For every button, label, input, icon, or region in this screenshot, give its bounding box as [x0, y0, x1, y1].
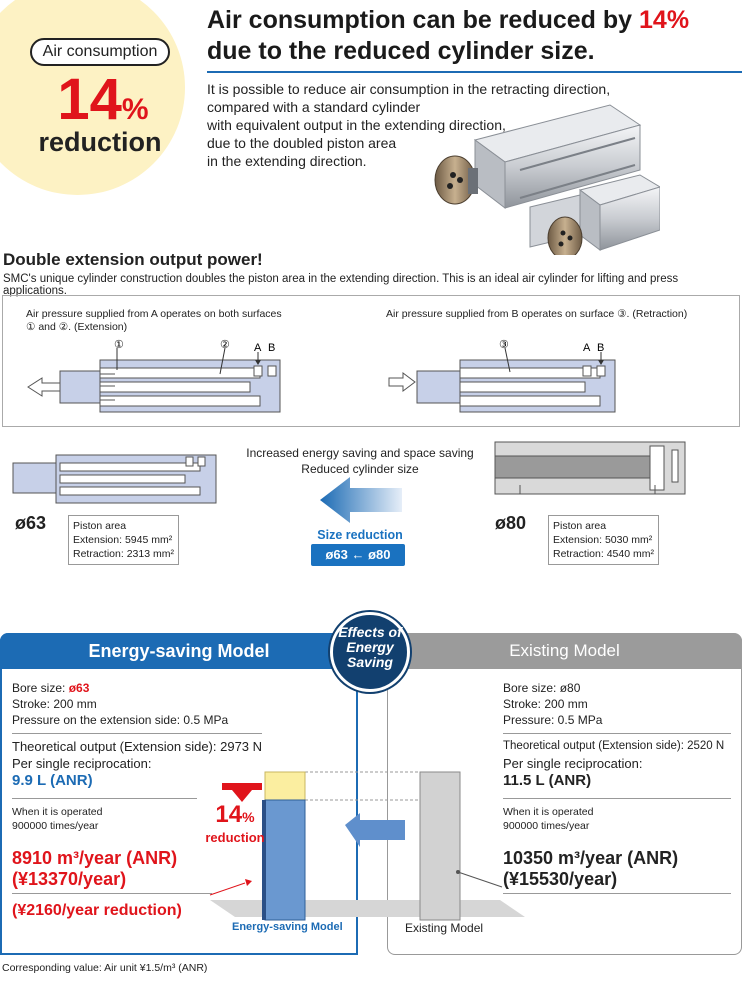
size-reduction-label: Size reduction	[317, 528, 403, 542]
piston-area-80: Piston area Extension: 5030 mm² Retracti…	[548, 515, 659, 565]
reduction-percent-badge: 14% reduction	[205, 801, 265, 846]
cylinder-80-drawing	[494, 441, 686, 495]
divider	[503, 893, 731, 894]
bore-80-label: ø80	[495, 513, 527, 533]
divider	[503, 798, 731, 799]
existing-annual: 10350 m³/year (ANR) (¥15530/year)	[503, 848, 679, 889]
energy-specs: Bore size: ø63 Stroke: 200 mm Pressure o…	[12, 681, 229, 727]
air-consumption-bar-chart	[209, 771, 525, 921]
surface-2-label: ②	[220, 339, 230, 351]
bore-63-label: ø63	[15, 513, 47, 533]
retraction-caption: Air pressure supplied from B operates on…	[386, 308, 688, 320]
energy-saving-panel-title: Energy-saving Model	[0, 633, 358, 669]
extension-caption: Air pressure supplied from A operates on…	[26, 308, 282, 333]
badge-pill: Air consumption	[30, 38, 170, 66]
retraction-diagram: ③ A B	[388, 339, 616, 413]
existing-model-panel	[387, 633, 742, 955]
size-reduction-arrow-icon	[320, 477, 402, 523]
port-b-label: B	[268, 342, 275, 354]
existing-specs: Bore size: ø80 Stroke: 200 mm Pressure: …	[503, 681, 603, 727]
piston-area-63: Piston area Extension: 5945 mm² Retracti…	[68, 515, 179, 565]
energy-saving-panel	[0, 633, 358, 955]
existing-operation: When it is operated 900000 times/year	[503, 806, 594, 832]
intro-text: It is possible to reduce air consumption…	[207, 81, 611, 169]
port-a-label-right: A	[583, 342, 591, 354]
port-a-label: A	[254, 342, 262, 354]
divider	[503, 733, 731, 734]
cylinder-product-image	[434, 104, 660, 255]
divider	[12, 893, 212, 894]
section-title: Double extension output power!	[3, 250, 263, 269]
headline-rule	[207, 71, 742, 73]
page-headline: Air consumption can be reduced by 14% du…	[207, 6, 690, 65]
extension-diagram: ① ② A B	[27, 339, 281, 413]
section-subtitle: SMC's unique cylinder construction doubl…	[3, 273, 679, 297]
energy-operation: When it is operated 900000 times/year	[12, 806, 103, 832]
existing-output: Theoretical output (Extension side): 252…	[503, 740, 725, 789]
existing-model-panel-title: Existing Model	[387, 633, 742, 669]
badge-circle	[0, 0, 185, 195]
footnote: Corresponding value: Air unit ¥1.5/m³ (A…	[2, 962, 208, 974]
compare-caption: Increased energy saving and space saving…	[246, 446, 474, 476]
divider	[12, 798, 197, 799]
size-reduction-chip: ø63 ← ø80	[311, 544, 405, 566]
principle-diagram-box	[2, 295, 740, 427]
surface-3-label: ③	[499, 339, 509, 351]
badge-reduction-label: reduction	[38, 127, 162, 157]
energy-annual: 8910 m³/year (ANR) (¥13370/year)	[12, 848, 178, 889]
energy-output: Theoretical output (Extension side): 297…	[12, 739, 263, 789]
energy-bar-caption: Energy-saving Model	[232, 921, 343, 933]
surface-1-label: ①	[114, 339, 124, 351]
energy-reduction: (¥2160/year reduction)	[12, 902, 182, 919]
existing-bar-caption: Existing Model	[405, 921, 484, 935]
cylinder-63-drawing	[12, 454, 217, 504]
badge-percent: 14%	[57, 67, 149, 132]
divider	[12, 733, 262, 734]
port-b-label-right: B	[597, 342, 604, 354]
